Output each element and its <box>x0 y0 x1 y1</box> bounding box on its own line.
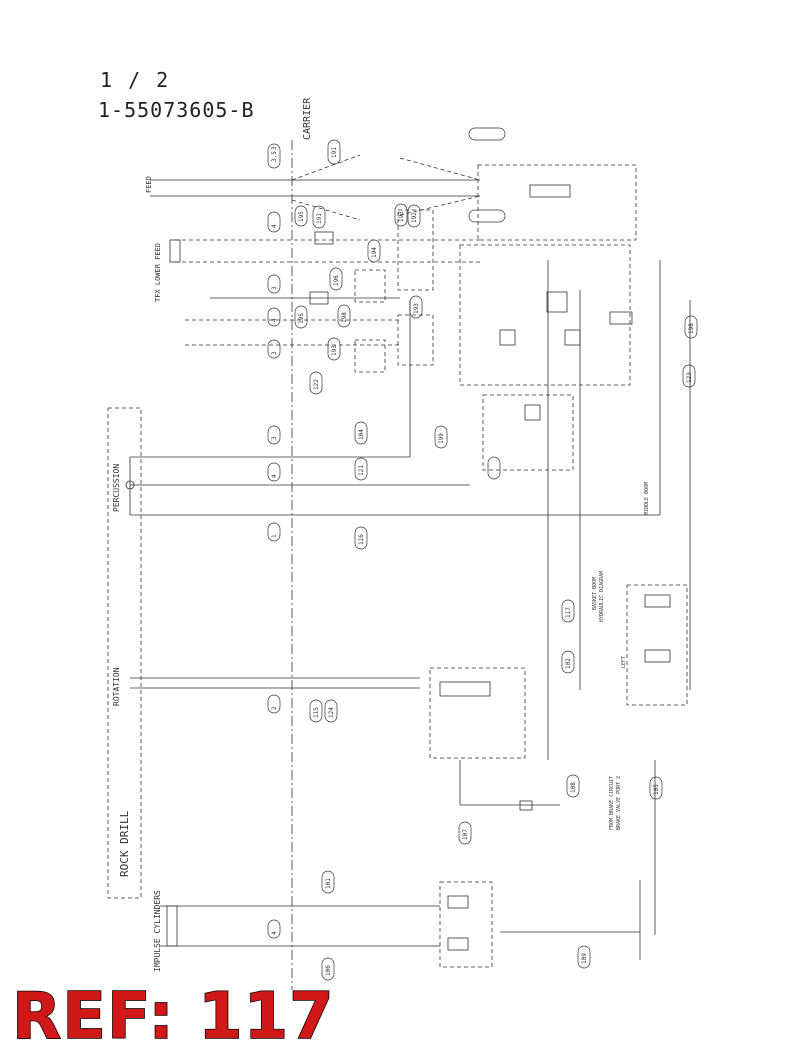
callout-number: 108 <box>570 782 577 793</box>
line-number: 4 <box>271 224 278 228</box>
basket-boom-label: BASKET BOOM <box>592 577 598 610</box>
ref-label: REF: 117 <box>11 979 335 1054</box>
middle-boom-label: MIDDLE BOOM <box>644 482 650 515</box>
callout-number: 121 <box>358 465 365 476</box>
rock-drill-label: ROCK DRILL <box>118 810 131 877</box>
line-number: 3 <box>271 351 278 355</box>
callout-number: 191 <box>331 147 338 158</box>
callout-number: 196 <box>333 275 340 286</box>
callout-number: 192 <box>411 212 418 223</box>
line-number: 4 <box>271 474 278 478</box>
rock-drill-box <box>107 407 142 899</box>
percussion-label: PERCUSSION <box>112 464 121 512</box>
callout-number: 191 <box>316 213 323 224</box>
callout-number: 195 <box>298 211 305 222</box>
callout-number: 122 <box>313 379 320 390</box>
left-label: LEFT <box>621 656 627 668</box>
line-number: 4 <box>271 318 278 322</box>
callout-number: 104 <box>358 429 365 440</box>
callout-number: 3.5 <box>271 151 278 162</box>
impulse-cylinders-label: IMPULSE CYLINDERS <box>153 890 162 972</box>
callout-number: 124 <box>328 707 335 718</box>
line-number: 1 <box>271 534 278 538</box>
line-number: 2 <box>271 706 278 710</box>
document-number: 1-55073605-B <box>98 98 255 122</box>
rotation-label: ROTATION <box>112 667 121 706</box>
callout-number: 199 <box>438 433 445 444</box>
callout-number: 116 <box>358 534 365 545</box>
callout-number: 198 <box>341 312 348 323</box>
line-number: 3 <box>271 146 278 150</box>
hydraulic-diagram-label: HYDRAULIC DIAGRAM <box>599 571 605 622</box>
callout-number: 106 <box>325 965 332 976</box>
callout-number: 105 <box>653 784 660 795</box>
callout-number: 107 <box>462 829 469 840</box>
callout-number: 193 <box>398 211 405 222</box>
feed-label: FEED <box>145 176 153 193</box>
callout-number: 117 <box>565 607 572 618</box>
callout-number: 109 <box>581 953 588 964</box>
line-number: 3 <box>271 286 278 290</box>
callout-number: 198 <box>688 323 695 334</box>
callout-number: 195 <box>298 313 305 324</box>
callout-number: 194 <box>371 247 378 258</box>
callout-numbers: 3.5 191 195 191 193 192 194 196 198 193 195 193 122 1… <box>271 146 695 976</box>
callout-number: 123 <box>686 372 693 383</box>
callout-number: 102 <box>565 658 572 669</box>
line-number: 3 <box>271 436 278 440</box>
page-number: 1 / 2 <box>100 68 171 92</box>
callout-number: 115 <box>313 707 320 718</box>
callout-number: 193 <box>413 303 420 314</box>
brake-valve-port-label: BRAKE VALVE PORT 2 <box>616 776 622 830</box>
callout-number: 193 <box>331 345 338 356</box>
carrier-label: CARRIER <box>302 97 313 140</box>
line-number: 4 <box>271 931 278 935</box>
callout-number: 101 <box>325 878 332 889</box>
tfx-lower-feed-label: TFX LOWER FEED <box>154 243 162 302</box>
from-brake-circuit-label: FROM BRAKE CIRCUIT <box>609 776 615 830</box>
